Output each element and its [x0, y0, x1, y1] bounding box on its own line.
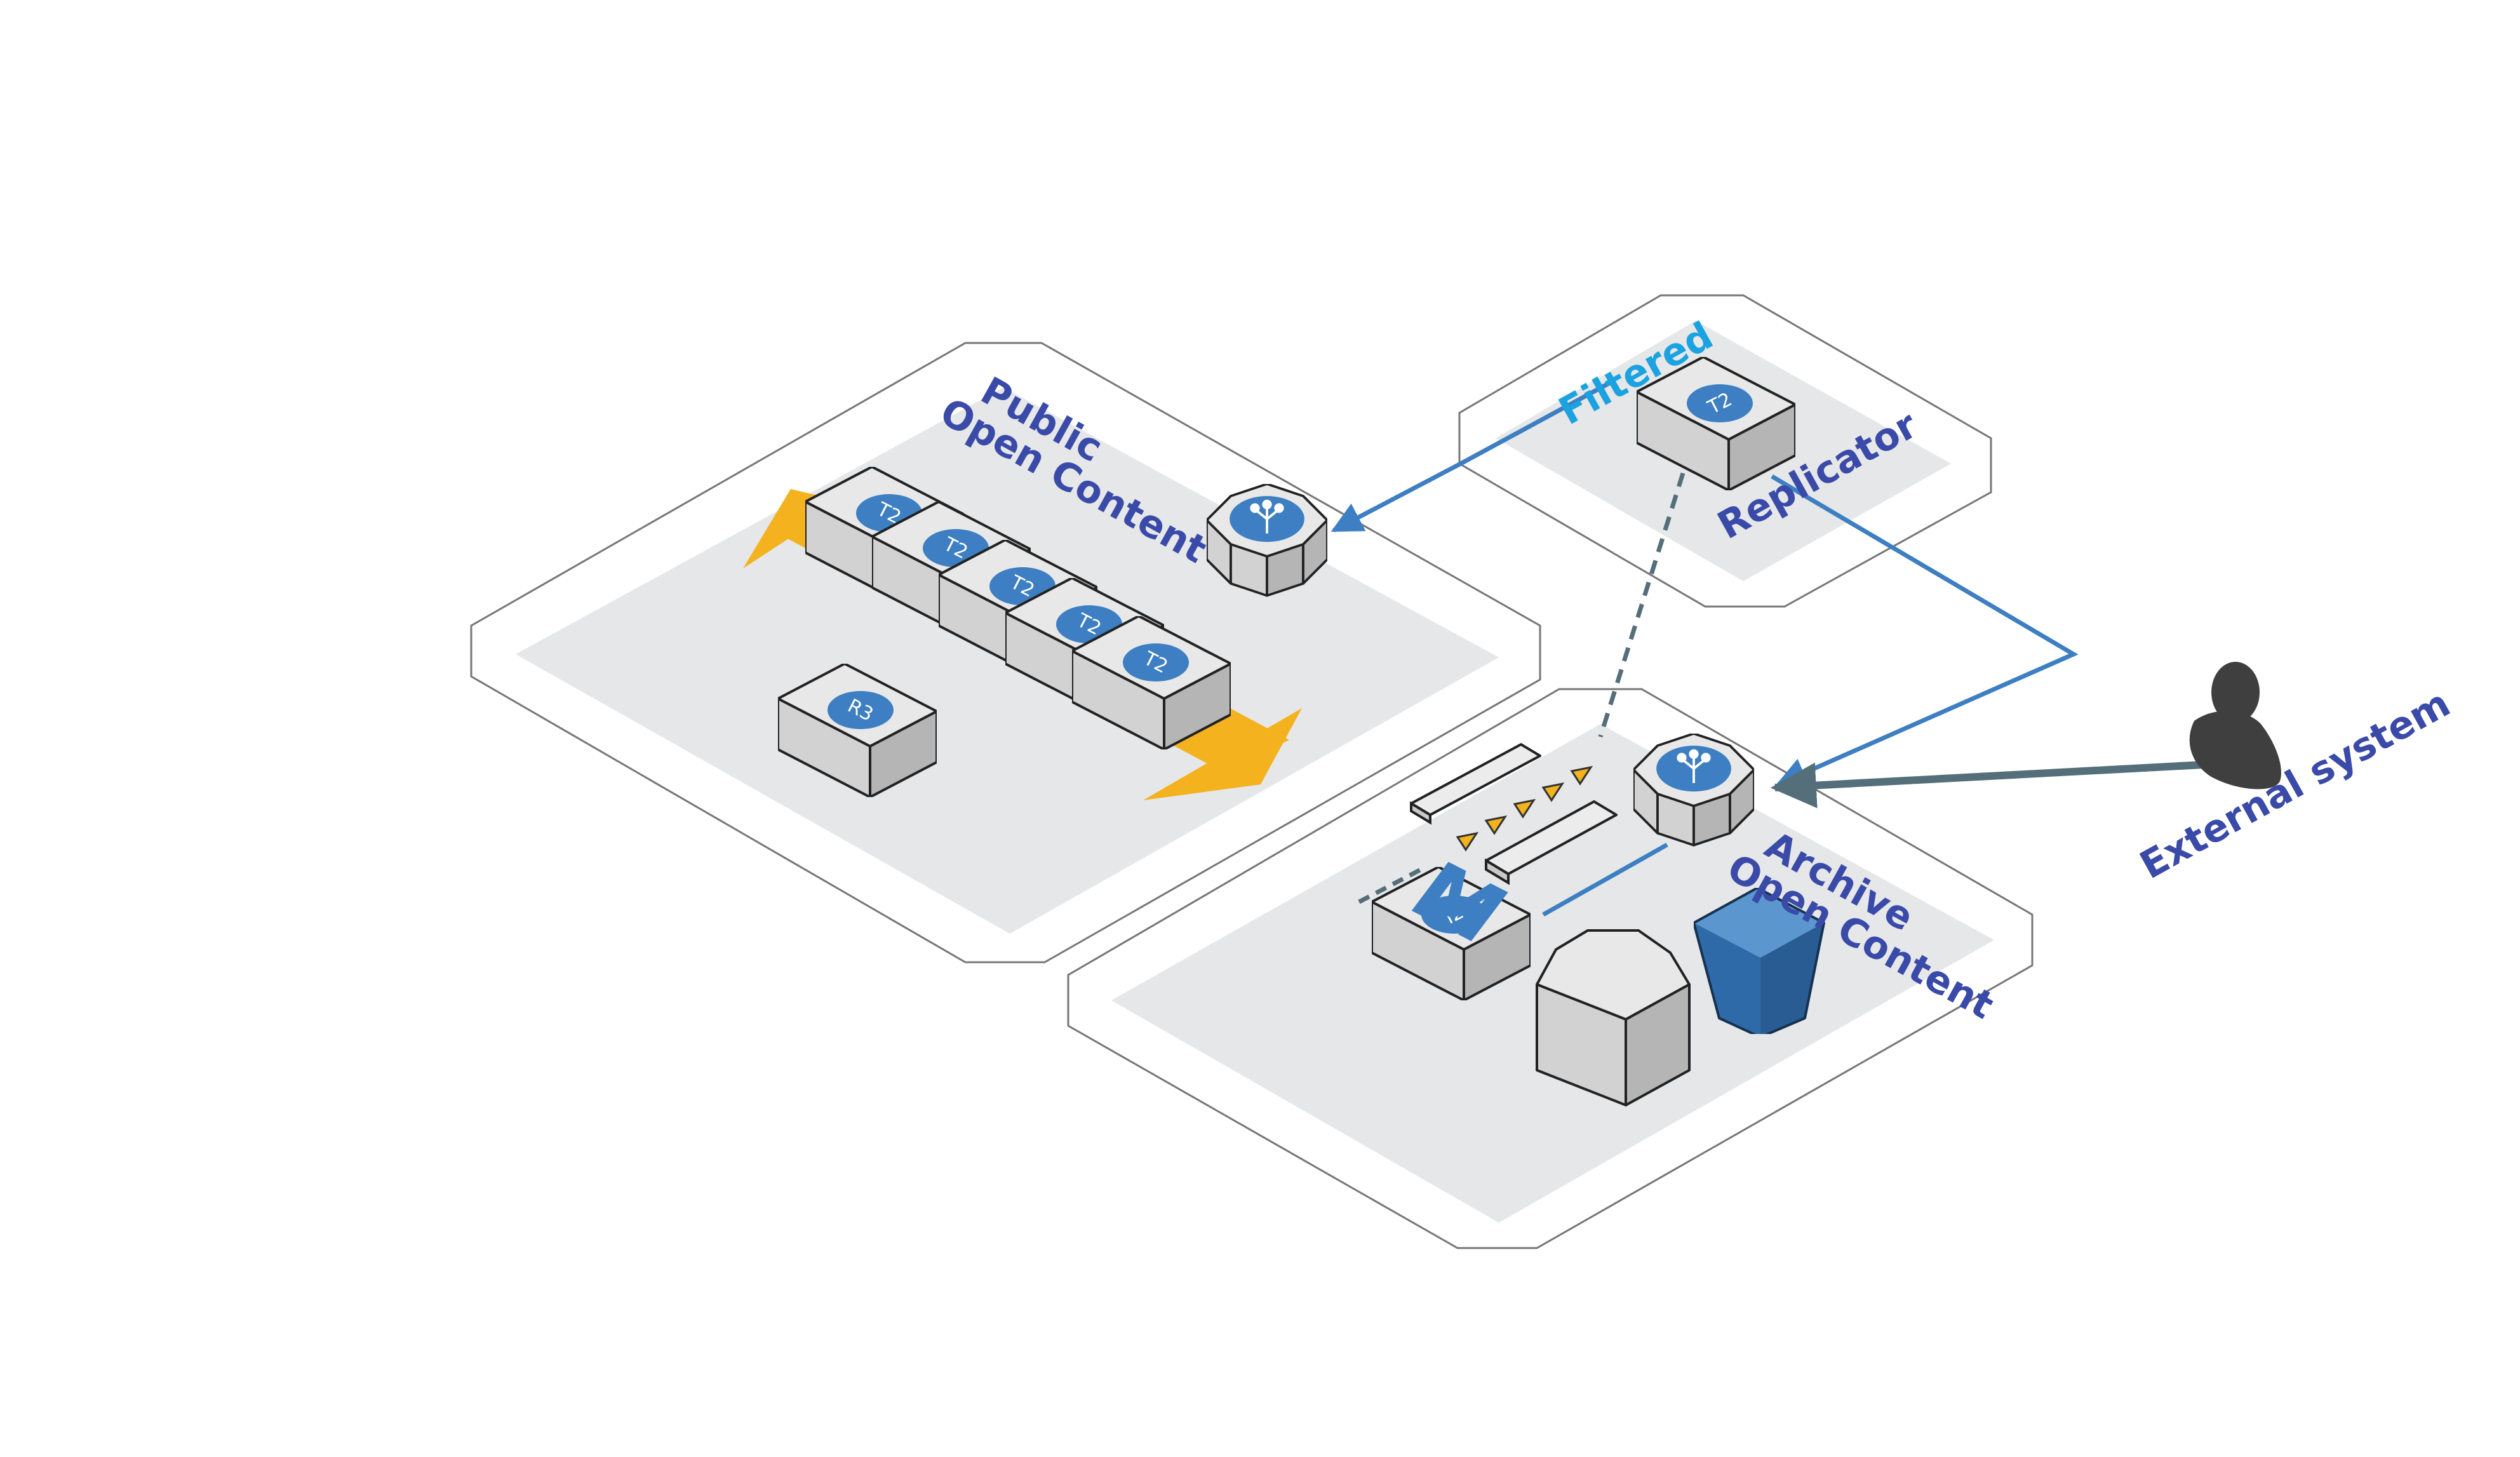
replicator-to-archive-connection — [1771, 474, 2079, 788]
i2-instance[interactable]: I2 — [1372, 867, 1531, 1000]
queue-bar-bottom-side — [1485, 858, 1510, 885]
load-balancer-icon — [1207, 484, 1327, 597]
filtered-connection — [1330, 379, 1614, 533]
t2-instance[interactable]: T2 — [1072, 616, 1231, 749]
user-icon[interactable] — [2189, 662, 2281, 789]
user-head — [2211, 662, 2260, 723]
public-t2-instances: T2 T2 T2 T2 T2 — [805, 467, 1231, 749]
external-system-label-group: External system — [2133, 681, 2457, 888]
queue-icon[interactable] — [1410, 743, 1618, 885]
r3-instance[interactable]: R3 — [778, 664, 937, 797]
queue-message-markers — [1456, 765, 1593, 852]
load-balancer-icon — [1633, 734, 1754, 847]
queue-bar-top-side — [1410, 801, 1431, 825]
scaling-arrow-head-right — [1143, 708, 1302, 800]
queue-dashed-connection — [1358, 864, 1427, 904]
external-system-label: External system — [2133, 681, 2457, 888]
i2-to-load-balancer-connection — [1542, 842, 1668, 917]
replicator-t2-instance[interactable]: T2 — [1637, 357, 1795, 490]
public-load-balancer[interactable] — [1207, 484, 1327, 597]
external-system-connection — [1770, 758, 2252, 809]
user-body — [2189, 711, 2281, 789]
replicator-dashed-connection — [1598, 472, 1686, 738]
archive-load-balancer[interactable] — [1633, 734, 1754, 847]
